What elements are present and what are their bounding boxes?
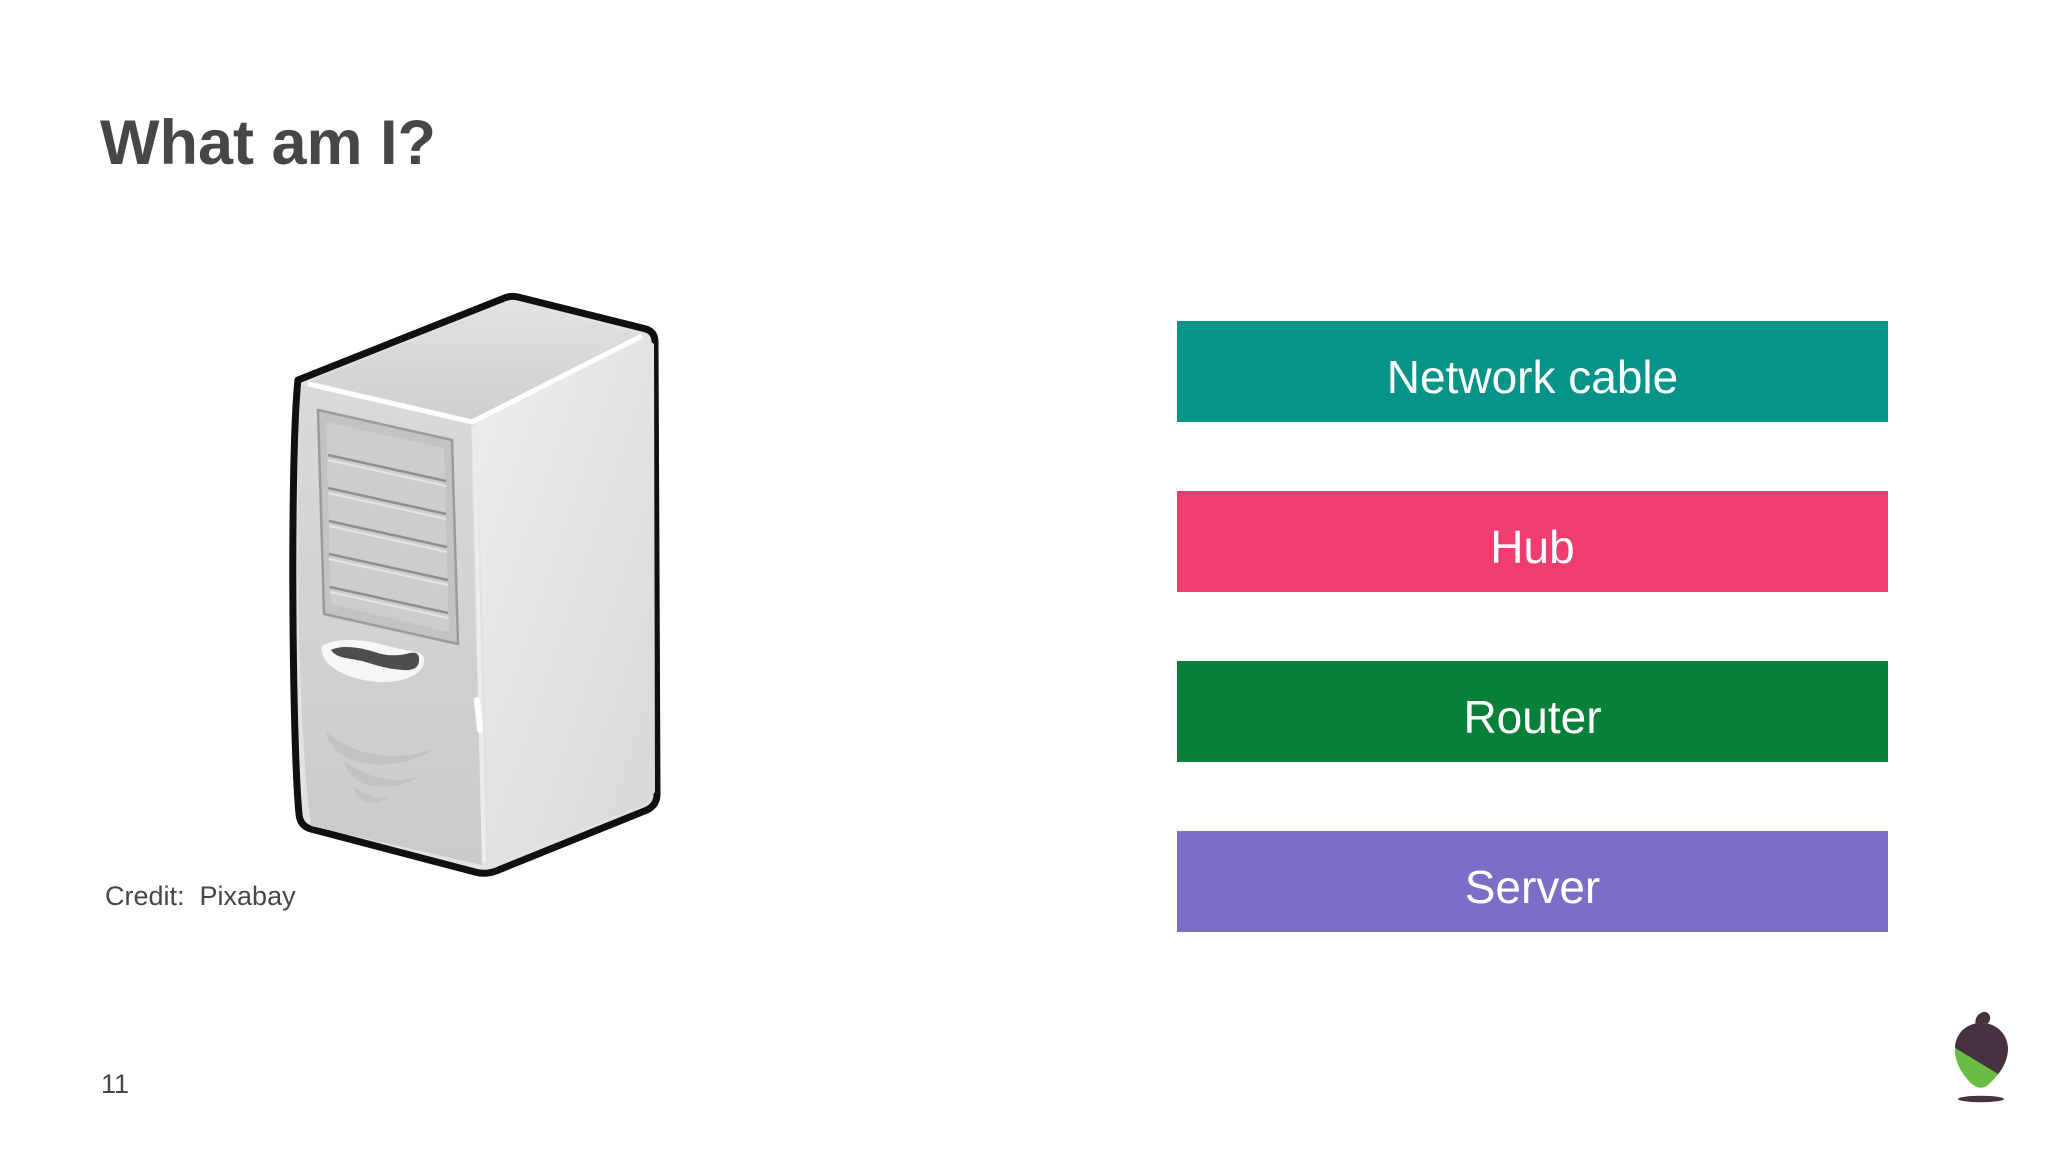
answer-option-hub[interactable]: Hub bbox=[1177, 491, 1888, 592]
image-credit: Credit: Pixabay bbox=[105, 881, 296, 911]
computer-tower-image bbox=[289, 292, 661, 877]
acorn-shadow bbox=[1958, 1095, 2004, 1103]
answer-options: Network cable Hub Router Server bbox=[1177, 321, 1888, 932]
slide-title: What am I? bbox=[100, 108, 437, 178]
page-number: 11 bbox=[101, 1069, 130, 1099]
computer-tower-figure bbox=[288, 292, 668, 884]
answer-option-router[interactable]: Router bbox=[1177, 661, 1888, 762]
answer-option-server[interactable]: Server bbox=[1177, 831, 1888, 932]
acorn-logo-icon bbox=[1954, 1011, 2009, 1103]
answer-option-network-cable[interactable]: Network cable bbox=[1177, 321, 1888, 422]
